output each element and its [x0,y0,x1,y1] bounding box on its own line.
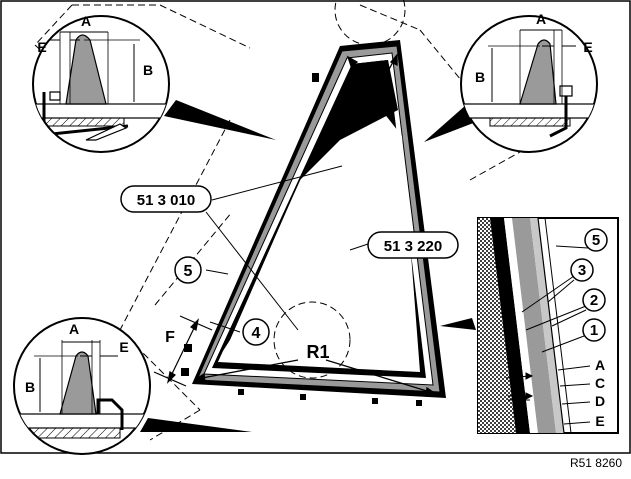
leader-lines [205,165,369,333]
gap-letter: C [595,375,605,391]
r2-arrows [346,53,398,91]
section-gap-arrows [505,372,534,401]
detail-bubble-top-right: A E B [460,11,598,153]
dim-label-b: B [25,379,35,395]
dim-label-a: A [81,13,91,29]
frame-border [0,0,631,454]
layer-number: 2 [590,292,598,309]
layer-number: 3 [578,262,586,279]
section-leaders [521,245,589,353]
layer-number: 1 [590,322,598,339]
figure-id: R51 8260 [570,456,622,470]
dim-label-a: A [536,11,546,27]
part-number-label: 51 3 010 [137,192,195,209]
window-seal-triangle [181,40,446,406]
label-r1: R1 [306,342,329,362]
detail-bubble-top-left: A E B [32,13,170,153]
label-f: F [165,329,175,346]
detail-bubble-bottom-left: A E B [13,317,151,455]
f-dimension [153,315,213,387]
layer-number: 5 [592,232,600,249]
section-numbers: 5 3 2 1 [570,228,608,342]
section-letter-leaders [557,365,591,425]
label-r2: R2 [366,92,389,112]
gap-letter: E [595,413,604,429]
dim-label-a: A [69,321,79,337]
dim-label-e: E [583,39,592,55]
dim-label-b: B [143,62,153,78]
r1-arrows [194,359,438,397]
callout-label: 5 [184,263,193,280]
part-callout-51-3-220: 51 3 220 [367,231,459,259]
callout-label: 4 [252,325,261,342]
dim-label-e: E [37,39,46,55]
dim-label-b: B [475,69,485,85]
callout-5: 5 [174,256,202,284]
gap-letter: A [595,357,605,373]
detail-pointers [140,100,476,432]
gap-letter: D [595,393,605,409]
section-letters: A C D E [595,357,605,429]
part-number-label: 51 3 220 [384,238,442,255]
part-callout-51-3-010: 51 3 010 [120,185,212,213]
callout-4: 4 [242,318,270,346]
section-inset: 5 3 2 1 A C D E [477,217,619,434]
dim-label-e: E [119,339,128,355]
